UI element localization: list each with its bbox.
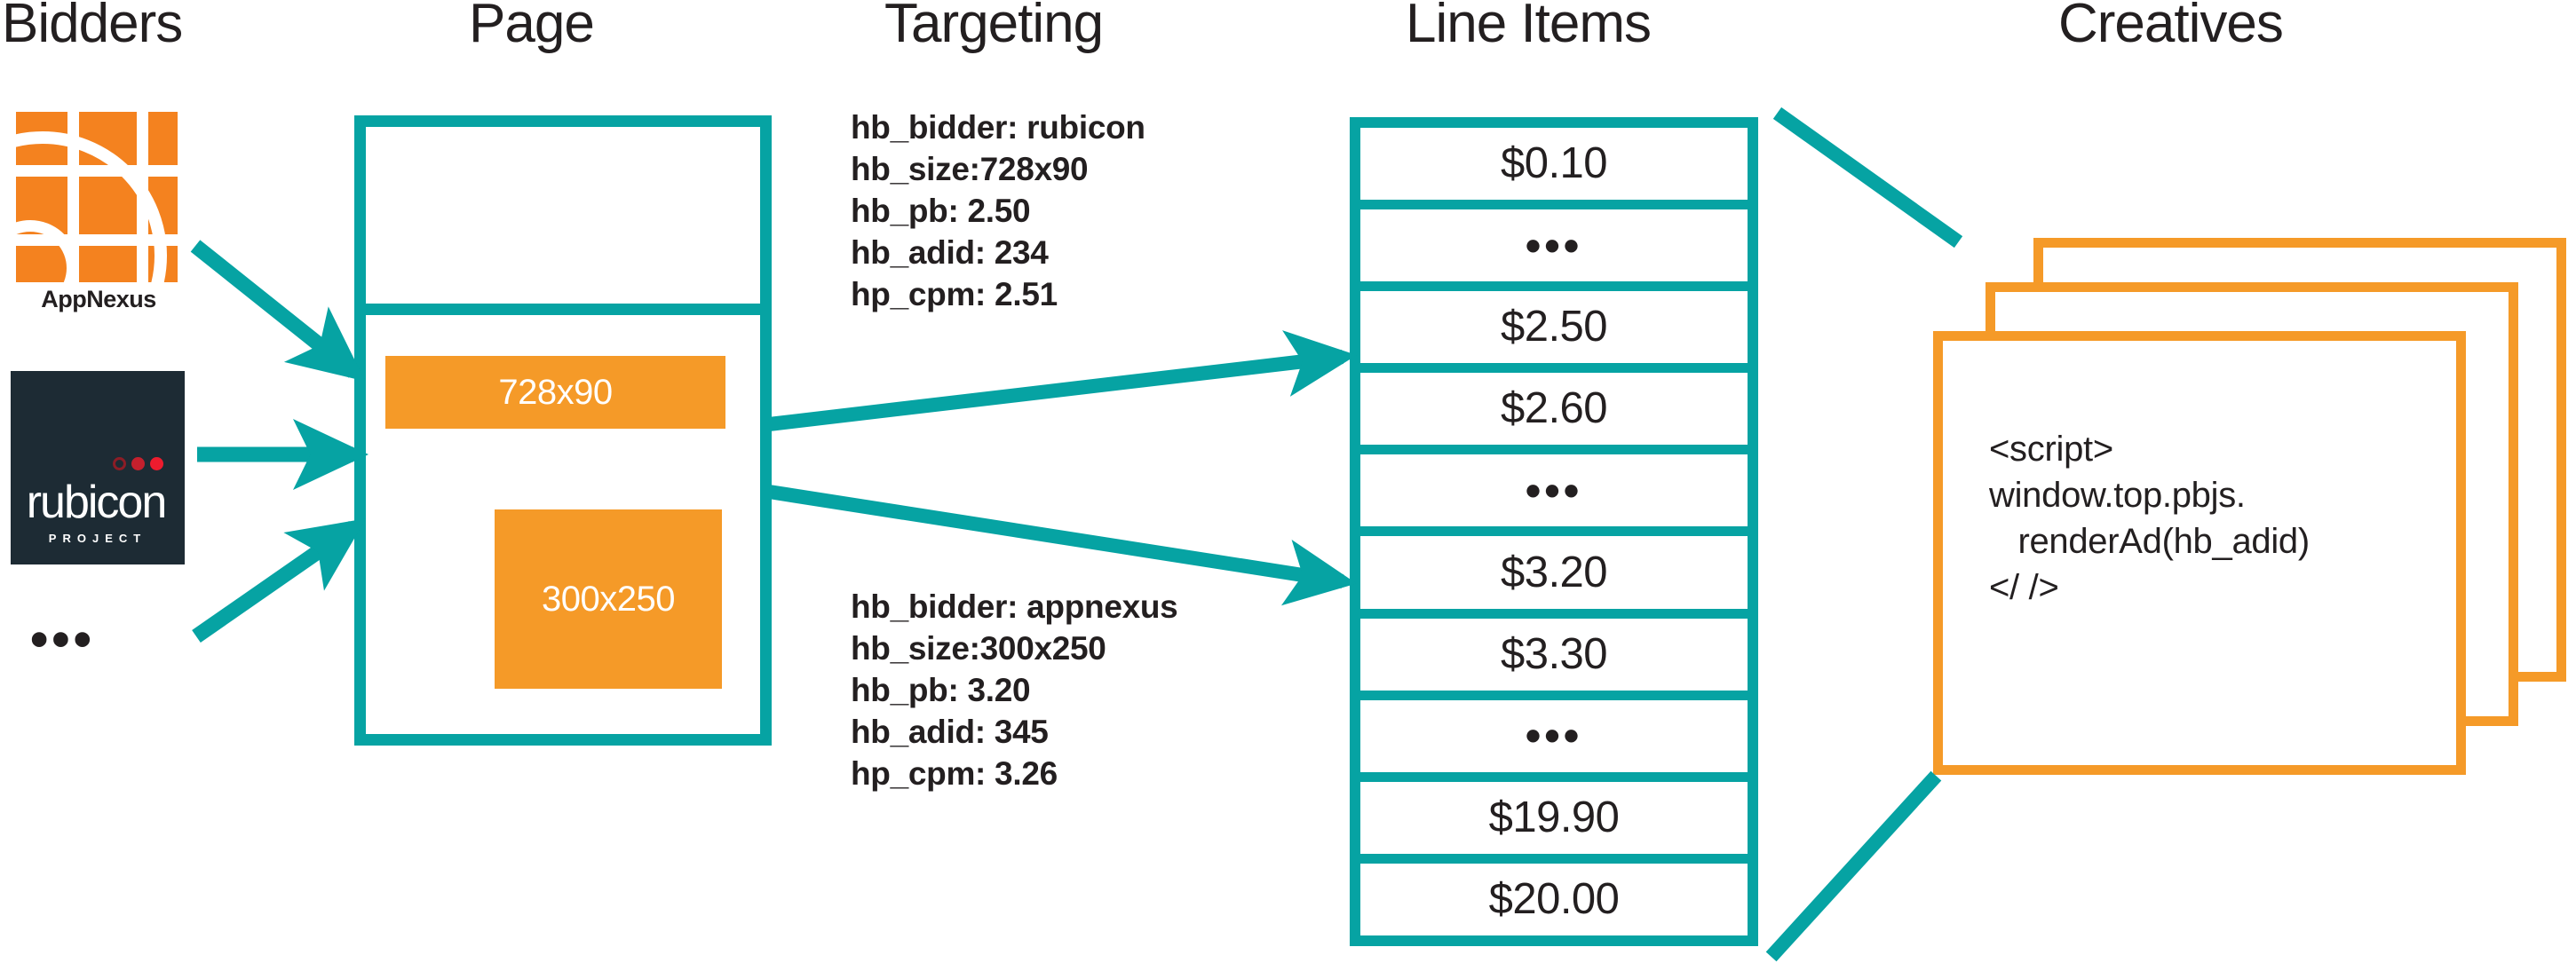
appnexus-logo-icon <box>16 112 178 282</box>
line-item-row: $0.10 <box>1360 128 1748 210</box>
targeting-line: hb_size:300x250 <box>851 630 1106 667</box>
appnexus-gridline-v1 <box>67 112 79 282</box>
column-header-creatives: Creatives <box>2058 0 2284 54</box>
arrow-page-to-lineitem-320 <box>767 485 1357 606</box>
targeting-line: hb_bidder: rubicon <box>851 109 1145 146</box>
rubicon-dots-icon <box>113 457 163 470</box>
rubicon-subtitle: PROJECT <box>48 532 147 545</box>
page-section-divider <box>354 304 772 315</box>
rubicon-logo-icon: rubicon PROJECT <box>11 371 185 564</box>
column-header-targeting: Targeting <box>884 0 1104 54</box>
appnexus-gridline-h2 <box>16 234 178 246</box>
targeting-line: hp_cpm: 3.26 <box>851 755 1058 792</box>
bidders-more-indicator: ••• <box>30 611 95 668</box>
ad-slot-728x90: 728x90 <box>385 356 725 429</box>
column-header-page: Page <box>469 0 595 54</box>
line-item-row: ••• <box>1360 454 1748 537</box>
connector-lineitems-to-creatives-bottom <box>1765 770 1942 962</box>
line-item-row: $3.30 <box>1360 619 1748 700</box>
arrow-page-to-lineitem-250 <box>768 330 1357 431</box>
rubicon-wordmark: rubicon <box>26 477 168 528</box>
connector-lineitems-to-creatives-top <box>1772 107 1963 249</box>
creative-card-front <box>1933 331 2466 775</box>
appnexus-arc-outer <box>16 112 178 282</box>
line-item-row: $20.00 <box>1488 874 1620 923</box>
arrow-more-bidders-to-page <box>192 518 366 643</box>
appnexus-gridline-h1 <box>16 165 178 177</box>
targeting-line: hb_adid: 234 <box>851 234 1049 271</box>
line-items-table: $0.10 ••• $2.50 $2.60 ••• $3.20 $3.30 ••… <box>1350 117 1758 946</box>
column-header-bidders: Bidders <box>2 0 183 54</box>
line-item-row: $2.60 <box>1360 373 1748 455</box>
ad-slot-300x250: 300x250 <box>495 509 722 689</box>
appnexus-gridline-v2 <box>137 112 148 282</box>
targeting-keyvalues-appnexus: hb_bidder: appnexus hb_size:300x250 hb_p… <box>851 586 1178 794</box>
targeting-line: hp_cpm: 2.51 <box>851 276 1058 312</box>
column-header-line-items: Line Items <box>1406 0 1652 54</box>
line-item-row: ••• <box>1360 209 1748 292</box>
targeting-line: hb_adid: 345 <box>851 714 1049 750</box>
targeting-line: hb_size:728x90 <box>851 151 1089 187</box>
line-item-row: $19.90 <box>1360 782 1748 864</box>
targeting-line: hb_pb: 2.50 <box>851 193 1031 229</box>
line-item-row: ••• <box>1360 700 1748 782</box>
line-item-row: $2.50 <box>1360 291 1748 374</box>
rubicon-dot-2 <box>131 457 145 470</box>
targeting-line: hb_pb: 3.20 <box>851 672 1031 708</box>
line-item-row: $3.20 <box>1360 536 1748 619</box>
rubicon-dot-1 <box>113 457 126 470</box>
targeting-keyvalues-rubicon: hb_bidder: rubicon hb_size:728x90 hb_pb:… <box>851 107 1145 315</box>
creative-script-code: <script> window.top.pbjs. renderAd(hb_ad… <box>1989 430 2310 607</box>
rubicon-dot-3 <box>150 457 163 470</box>
targeting-line: hb_bidder: appnexus <box>851 588 1178 625</box>
appnexus-label: AppNexus <box>41 286 156 312</box>
arrow-appnexus-to-page <box>190 240 366 382</box>
